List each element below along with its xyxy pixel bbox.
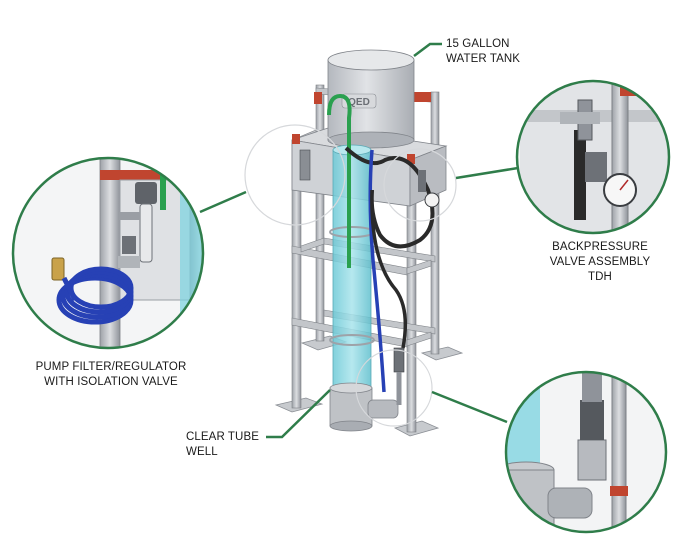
pump-label: PUMP FILTER/REGULATOR WITH ISOLATION VAL…: [22, 360, 200, 390]
pump-label-line: PUMP FILTER/REGULATOR: [35, 361, 187, 373]
leader-line-bottom: [431, 390, 508, 424]
backpressure-label-line: VALVE ASSEMBLY: [549, 256, 651, 268]
pressure-gauge: [424, 192, 440, 208]
base-plate: [420, 346, 464, 361]
regulator-body: [135, 182, 157, 204]
frame-post: [315, 84, 325, 342]
clear-tube-label: CLEAR TUBE WELL: [186, 430, 266, 460]
bottom-coupler-top: [329, 382, 373, 394]
callout-ring-bottom: [355, 349, 433, 427]
clear-tube-bottom-inset: [504, 370, 668, 534]
black-hose: [344, 146, 435, 249]
frame-rail: [406, 259, 432, 275]
red-bracket: [409, 92, 431, 102]
elbow-fitting: [367, 399, 399, 419]
water-tank-lid: [327, 49, 415, 71]
brass-coupler: [51, 257, 65, 281]
pump-label-line: WITH ISOLATION VALVE: [44, 376, 178, 388]
frame-rail: [406, 331, 432, 347]
main-stand: QED: [274, 49, 464, 437]
tube-clamp: [329, 334, 375, 346]
pump-filter-inset: [11, 156, 205, 350]
tank-label-line: 15 GALLON: [446, 38, 510, 50]
tank-logo: QED: [348, 97, 370, 108]
clear-tube: [332, 149, 372, 401]
red-bracket: [407, 154, 415, 164]
tank-label-line: WATER TANK: [446, 53, 521, 65]
bottom-coupler-base: [329, 420, 373, 432]
red-bracket: [314, 92, 322, 104]
green-pipe: [327, 93, 352, 268]
backpressure-valve: [418, 170, 426, 192]
clear-tube-label-line: WELL: [186, 446, 218, 458]
tank-label: 15 GALLON WATER TANK: [446, 37, 520, 67]
backpressure-inset: [515, 79, 671, 235]
clear-tube-label-line: CLEAR TUBE: [186, 431, 260, 443]
black-hose-lower: [370, 189, 408, 349]
bottom-coupler: [329, 387, 373, 427]
leader-line-tank: [413, 42, 442, 57]
filter-bowl: [139, 203, 153, 263]
filter-regulator: [299, 149, 311, 181]
red-bracket: [292, 134, 300, 144]
callout-ring-backpressure: [383, 148, 457, 222]
leader-line-cleartube: [266, 389, 331, 439]
backpressure-label-line: TDH: [588, 271, 612, 283]
leader-line-pump: [199, 190, 247, 214]
callout-ring-pump: [244, 124, 346, 226]
backpressure-label-line: BACKPRESSURE: [552, 241, 648, 253]
lower-valve: [393, 347, 405, 373]
backpressure-label: BACKPRESSURE VALVE ASSEMBLY TDH: [540, 240, 660, 285]
leader-line-backpressure: [455, 166, 519, 180]
blue-hose: [368, 149, 386, 393]
base-plate: [393, 420, 440, 437]
